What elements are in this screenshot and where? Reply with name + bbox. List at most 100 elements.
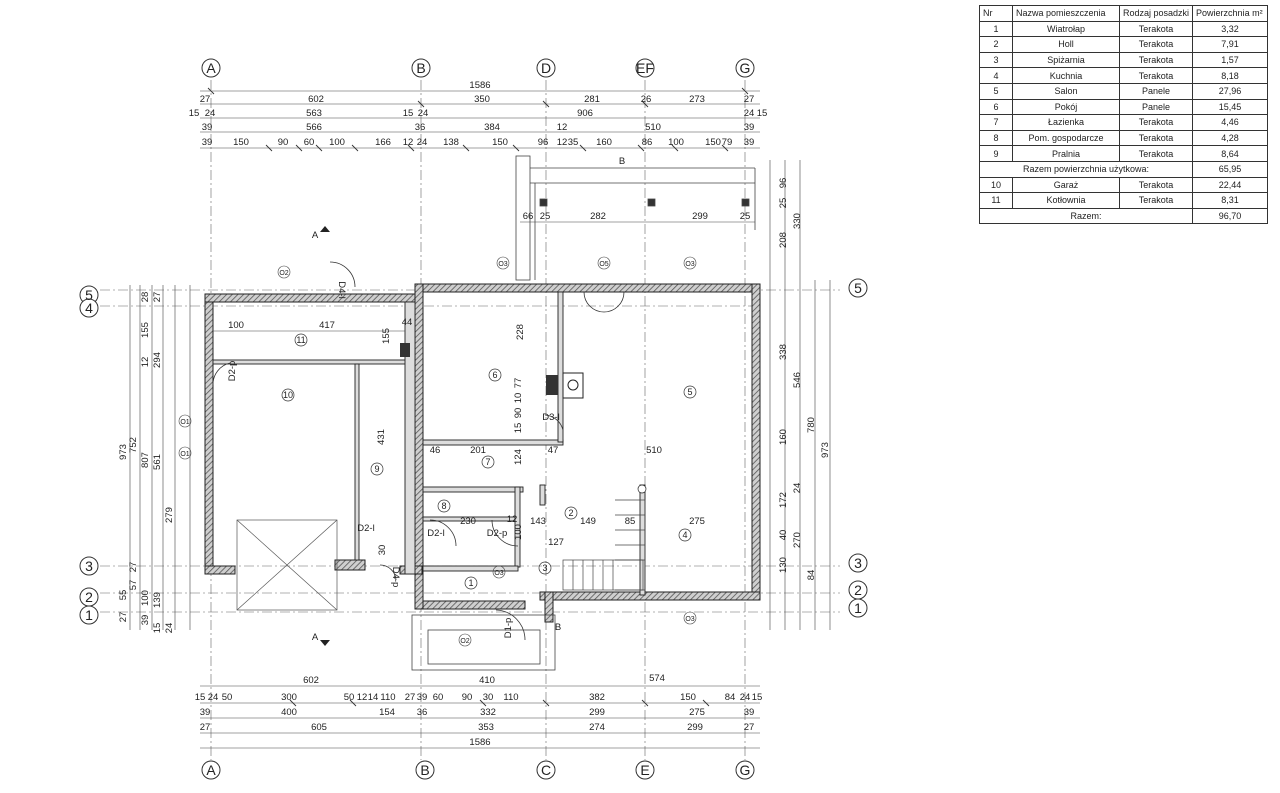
table-row: 1 Wiatrołap Terakota 3,32	[979, 20, 1269, 38]
dim-text: 84	[725, 692, 736, 703]
dim-text: 139	[152, 592, 163, 608]
dim-text: 973	[820, 442, 831, 458]
room-number: 8	[441, 501, 446, 511]
cell-name: Wiatrołap	[1012, 20, 1120, 38]
cell-floor: Panele	[1118, 98, 1194, 116]
room-number: 2	[568, 508, 573, 518]
cell-nr: 1	[979, 20, 1013, 38]
section-label: B	[619, 156, 625, 167]
dim-text: 130	[778, 557, 789, 573]
dim-text: 24	[164, 623, 175, 634]
cell-name: Salon	[1012, 82, 1120, 100]
dim-text: 110	[503, 692, 518, 703]
terrace-dimensions: 66 25 282 299 25	[520, 211, 755, 223]
dim-text: 201	[470, 445, 486, 456]
dim-text: 39	[200, 707, 211, 718]
dim-text: 12	[557, 122, 568, 133]
dim-text: 299	[589, 707, 605, 718]
axis-bubbles	[79, 58, 868, 780]
cell-floor: Terakota	[1118, 129, 1194, 147]
dim-text: 417	[319, 320, 335, 331]
door-label: D4-p	[390, 567, 401, 588]
cell-area: 4,46	[1192, 114, 1269, 131]
dim-text: 24	[744, 108, 755, 119]
dim-text: 96	[538, 137, 549, 148]
cell-area: 15,45	[1192, 98, 1269, 116]
dim-text: 15	[513, 423, 524, 434]
section-label: A	[312, 632, 319, 643]
dim-text: 39	[202, 122, 213, 133]
dim-text: 10	[513, 393, 524, 404]
table-row: 7 Łazienka Terakota 4,46	[979, 114, 1269, 131]
dim-text: 150	[233, 137, 249, 148]
axis-left-1: 1	[85, 607, 93, 623]
dim-text: 100	[513, 524, 524, 540]
axis-top-g: G	[740, 60, 751, 76]
dim-text: 60	[433, 692, 444, 703]
cell-area: 8,18	[1192, 67, 1269, 84]
cell-nr: 2	[979, 36, 1013, 53]
cell-floor: Terakota	[1118, 145, 1194, 162]
dim-text: 24	[740, 692, 751, 703]
dim-text: 602	[308, 94, 324, 105]
wall-posts	[400, 343, 558, 395]
window-label: O2	[279, 270, 288, 277]
dim-text: 155	[381, 328, 392, 344]
dim-text: 160	[596, 137, 612, 148]
cell-nr: 6	[979, 98, 1013, 116]
cell-area: 7,91	[1192, 36, 1269, 53]
dim-text: 36	[415, 122, 426, 133]
cell-name: Pom. gospodarcze	[1012, 129, 1120, 147]
dim-text: 138	[443, 137, 459, 148]
dim-text: 39	[744, 707, 755, 718]
dim-text: 55	[118, 590, 129, 601]
window-label: O5	[599, 261, 608, 268]
dim-text: 12	[403, 137, 414, 148]
total-value: 96,70	[1192, 207, 1269, 225]
dim-text: 66	[523, 211, 534, 222]
cell-name: Holl	[1012, 36, 1120, 53]
dim-text: 90	[278, 137, 289, 148]
dim-text: 275	[689, 707, 705, 718]
cell-area: 8,64	[1192, 145, 1269, 162]
header-room-name: Nazwa pomieszczenia	[1012, 5, 1120, 22]
dim-text: 12	[557, 137, 568, 148]
axis-bottom-b: B	[420, 762, 429, 778]
dim-text: 14	[368, 692, 379, 703]
dim-text: 332	[480, 707, 496, 718]
header-nr: Nr	[979, 5, 1013, 22]
dim-text: 15	[152, 623, 163, 634]
cell-floor: Terakota	[1118, 20, 1194, 38]
dim-text: 127	[548, 537, 564, 548]
dim-text: 39	[744, 122, 755, 133]
dim-text: 46	[430, 445, 441, 456]
dim-text: 973	[118, 444, 129, 460]
dim-text: 400	[281, 707, 297, 718]
table-row: 8 Pom. gospodarcze Terakota 4,28	[979, 129, 1269, 147]
dim-text: 510	[645, 122, 661, 133]
window-label: O2	[460, 638, 469, 645]
dim-text: 25	[778, 198, 789, 209]
dim-text: 12	[507, 514, 518, 525]
room-schedule-table: Nr Nazwa pomieszczenia Rodzaj posadzki P…	[978, 5, 1269, 225]
dimension-ticks	[207, 87, 749, 707]
dim-text: 26	[641, 94, 652, 105]
door-label: D4-l	[336, 281, 347, 298]
table-row: 5 Salon Panele 27,96	[979, 82, 1269, 100]
header-floor-type: Rodzaj posadzki	[1118, 5, 1194, 22]
dim-text: 279	[164, 507, 175, 523]
dim-text: 27	[744, 94, 755, 105]
dim-text: 150	[492, 137, 508, 148]
dim-text: 150	[705, 137, 721, 148]
door-label: D2-l	[357, 523, 374, 534]
dim-text: 1586	[469, 737, 490, 748]
dim-text: 282	[590, 211, 606, 222]
header-area: Powierzchnia m²	[1192, 5, 1269, 22]
cell-nr: 11	[979, 192, 1013, 209]
dim-text: 50	[222, 692, 233, 703]
cell-floor: Terakota	[1118, 114, 1194, 131]
dim-text: 15	[195, 692, 206, 703]
axis-bottom-a: A	[206, 762, 216, 778]
dim-text: 294	[152, 352, 163, 368]
dim-text: 100	[668, 137, 684, 148]
